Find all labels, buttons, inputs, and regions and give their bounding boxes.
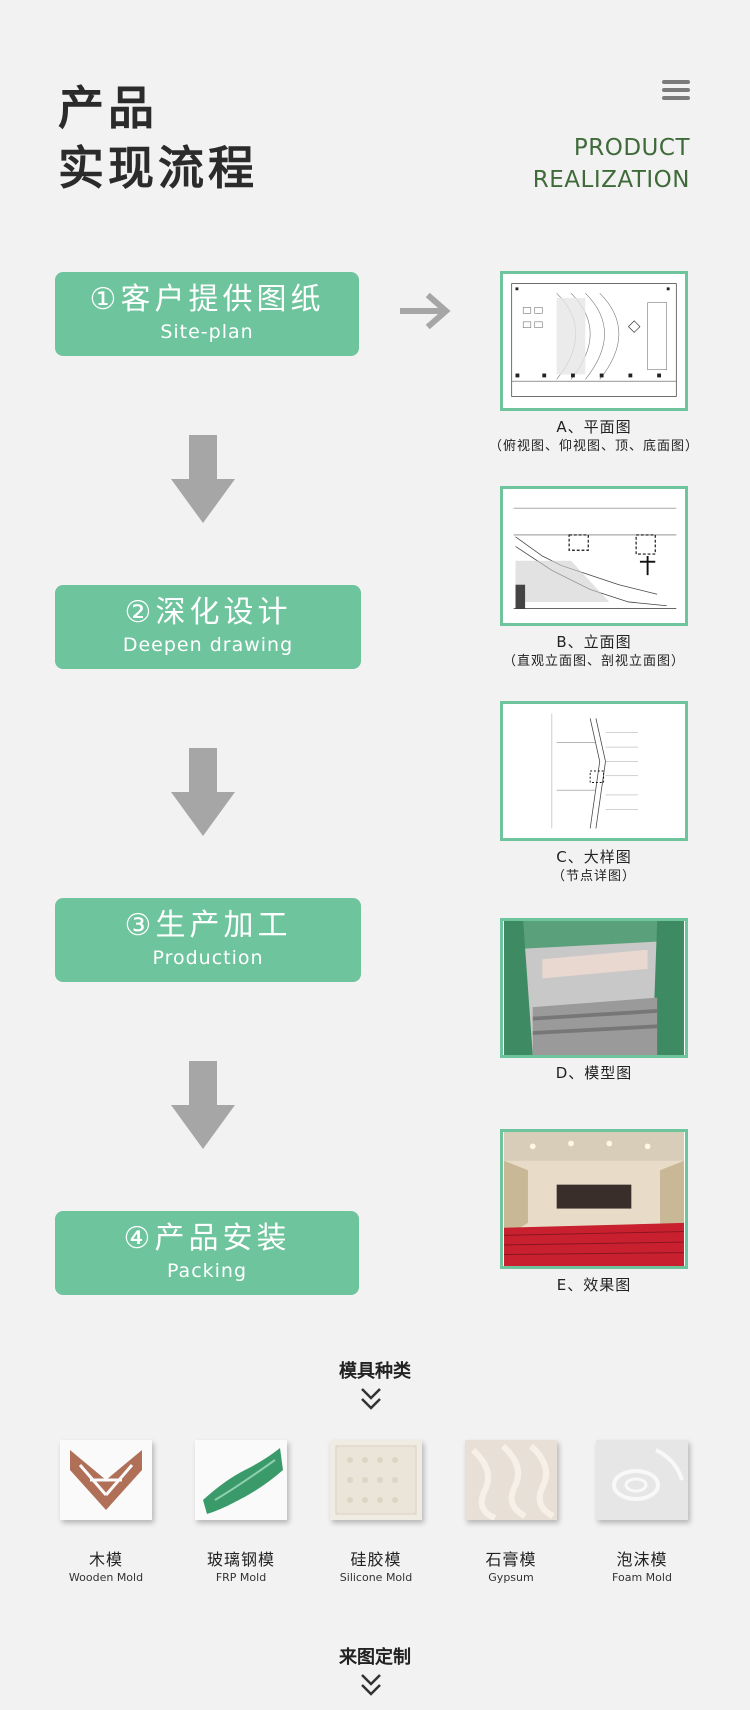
- drawing-caption-b: B、立面图 （直观立面图、剖视立面图）: [480, 632, 708, 672]
- step-label-en: Packing: [166, 1260, 248, 1282]
- floor-plan-image: [500, 271, 688, 411]
- step-label-cn: ②深化设计: [124, 595, 292, 630]
- mold-label-en: Foam Mold: [612, 1571, 672, 1584]
- page-subtitle-line2: REALIZATION: [532, 167, 690, 193]
- step-label-cn: ③生产加工: [124, 908, 292, 943]
- arrow-down-icon: [171, 435, 235, 523]
- drawing-caption-e: E、效果图: [480, 1275, 708, 1295]
- step-label-cn: ①客户提供图纸: [89, 282, 325, 317]
- mold-item-gypsum: 石膏模 Gypsum: [457, 1440, 565, 1586]
- drawing-title: C、大样图: [556, 848, 632, 866]
- frp-mold-image: [195, 1440, 287, 1520]
- drawing-caption-a: A、平面图 （俯视图、仰视图、顶、底面图）: [480, 417, 708, 457]
- page-title: 产品 实现流程: [58, 78, 258, 198]
- arrow-down-icon: [171, 748, 235, 836]
- detail-image: [500, 701, 688, 841]
- drawing-subtitle: （直观立面图、剖视立面图）: [502, 654, 685, 669]
- step-packing: ④产品安装 Packing: [55, 1211, 359, 1295]
- drawing-caption-c: C、大样图 （节点详图）: [480, 847, 708, 887]
- step-label-en: Deepen drawing: [122, 634, 294, 656]
- mold-label-en: Silicone Mold: [339, 1571, 413, 1584]
- drawing-subtitle: （节点详图）: [551, 869, 636, 884]
- step-label-cn: ④产品安装: [123, 1221, 291, 1256]
- step-label-en: Production: [152, 947, 264, 969]
- mold-label-en: FRP Mold: [215, 1571, 267, 1584]
- step-deepen-drawing: ②深化设计 Deepen drawing: [55, 585, 361, 669]
- arrow-down-icon: [171, 1061, 235, 1149]
- mold-item-wooden: 木模 Wooden Mold: [52, 1440, 160, 1586]
- drawing-title: B、立面图: [556, 633, 632, 651]
- custom-order-title: 来图定制: [339, 1647, 411, 1668]
- page-title-line2: 实现流程: [58, 141, 258, 195]
- foam-mold-image: [596, 1440, 688, 1520]
- mold-label-cn: 石膏模: [485, 1550, 537, 1569]
- hamburger-menu-icon[interactable]: [662, 80, 690, 102]
- drawing-subtitle: （俯视图、仰视图、顶、底面图）: [488, 439, 699, 454]
- mold-item-frp: 玻璃钢模 FRP Mold: [187, 1440, 295, 1586]
- mold-item-foam: 泡沫模 Foam Mold: [588, 1440, 696, 1586]
- model-render: [504, 921, 684, 1055]
- drawing-caption-d: D、模型图: [480, 1063, 708, 1083]
- gypsum-mold-image: [465, 1440, 557, 1520]
- mold-types-title: 模具种类: [339, 1361, 411, 1382]
- mold-label-en: Gypsum: [488, 1571, 534, 1584]
- arrow-right-icon: [400, 292, 451, 330]
- step-label-en: Site-plan: [160, 321, 254, 343]
- mold-label-cn: 硅胶模: [350, 1550, 402, 1569]
- effect-image: [500, 1129, 688, 1269]
- auditorium-render: [504, 1132, 684, 1266]
- step-production: ③生产加工 Production: [55, 898, 361, 982]
- mold-item-silicone: 硅胶模 Silicone Mold: [322, 1440, 430, 1586]
- model-image: [500, 918, 688, 1058]
- elevation-image: [500, 486, 688, 626]
- page-subtitle: PRODUCT REALIZATION: [533, 132, 690, 196]
- floor-plan-drawing: [511, 283, 677, 397]
- silicone-mold-image: [330, 1440, 422, 1520]
- drawing-title: E、效果图: [556, 1276, 632, 1294]
- detail-drawing: [551, 713, 639, 829]
- mold-label-cn: 木模: [88, 1550, 123, 1569]
- double-chevron-down-icon: [361, 1388, 381, 1410]
- double-chevron-down-icon: [361, 1674, 381, 1696]
- step-site-plan: ①客户提供图纸 Site-plan: [55, 272, 359, 356]
- elevation-drawing: [513, 507, 677, 610]
- mold-label-cn: 玻璃钢模: [206, 1550, 275, 1569]
- drawing-title: D、模型图: [555, 1064, 633, 1082]
- mold-label-en: Wooden Mold: [68, 1571, 144, 1584]
- wooden-mold-image: [60, 1440, 152, 1520]
- drawing-title: A、平面图: [556, 418, 632, 436]
- mold-label-cn: 泡沫模: [616, 1550, 668, 1569]
- page-title-line1: 产品: [58, 81, 158, 135]
- page-subtitle-line1: PRODUCT: [573, 135, 690, 161]
